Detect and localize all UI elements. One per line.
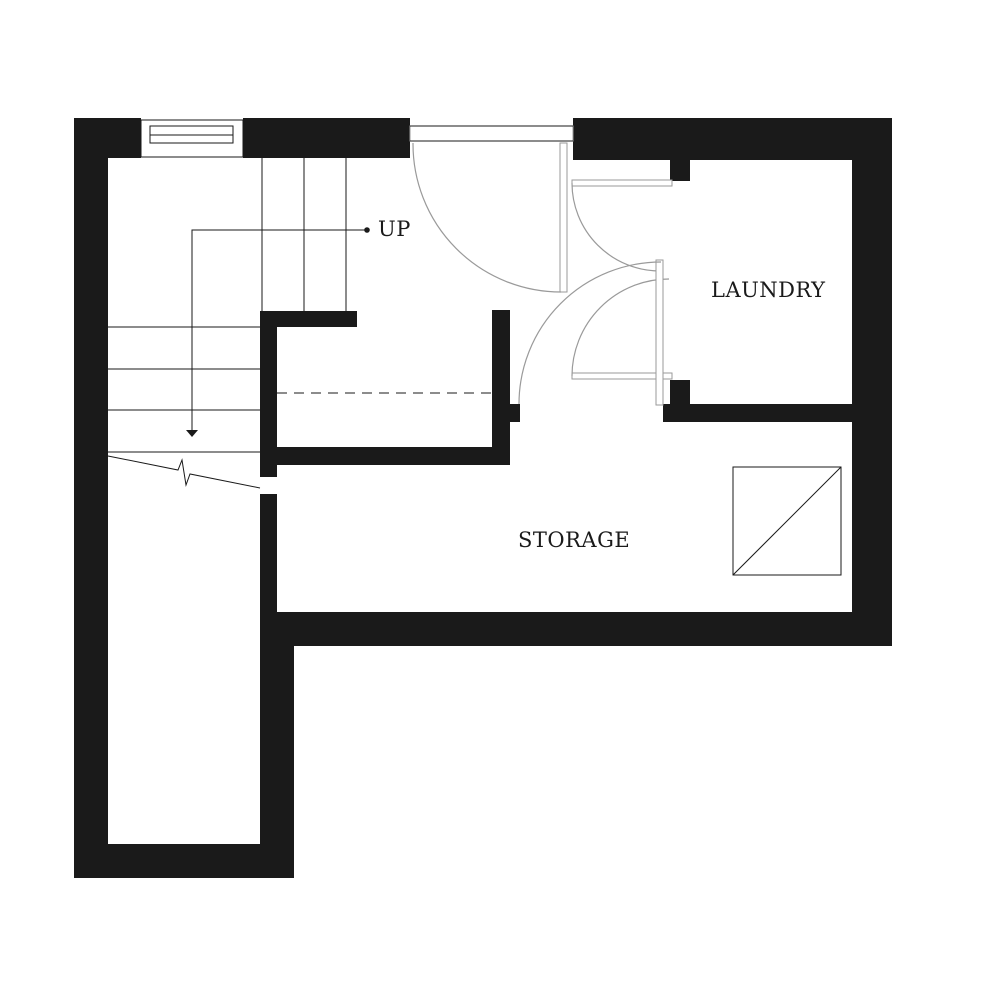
stairs-up-label: UP xyxy=(378,217,411,241)
stair-wall-vertical xyxy=(260,311,277,477)
storage-door xyxy=(518,261,662,405)
laundry-lower-door xyxy=(571,278,673,380)
cupboard-right-wall xyxy=(492,310,510,465)
storage-label: STORAGE xyxy=(518,528,630,552)
top-wall-right xyxy=(573,118,892,160)
entrance-door xyxy=(412,142,568,293)
entrance-opening xyxy=(409,125,574,142)
stair-wall-top xyxy=(260,311,357,327)
laundry-upper-stub xyxy=(670,158,690,181)
top-wall-middle xyxy=(243,118,410,158)
corridor-right-wall xyxy=(260,612,294,878)
bottom-wall xyxy=(74,844,294,878)
staircase xyxy=(107,158,370,489)
stair-arrow-head-icon xyxy=(186,430,198,437)
laundry-label: LAUNDRY xyxy=(711,278,826,302)
right-wall xyxy=(852,118,892,646)
laundry-upper-door xyxy=(571,179,673,272)
interior-walls xyxy=(260,158,852,614)
storage-bottom-wall xyxy=(260,612,892,646)
appliance-box xyxy=(732,466,842,576)
exterior-walls xyxy=(74,118,892,878)
window-left xyxy=(140,119,244,158)
laundry-door-jamb xyxy=(655,259,664,406)
stair-arrow-start-dot xyxy=(364,227,370,233)
stair-wall-lower xyxy=(260,494,277,614)
cupboard-door-stop xyxy=(510,404,520,422)
laundry-bottom-wall xyxy=(663,404,852,422)
laundry-lower-stub xyxy=(670,380,690,405)
left-wall xyxy=(74,118,108,878)
cupboard-bottom-wall xyxy=(260,447,510,465)
